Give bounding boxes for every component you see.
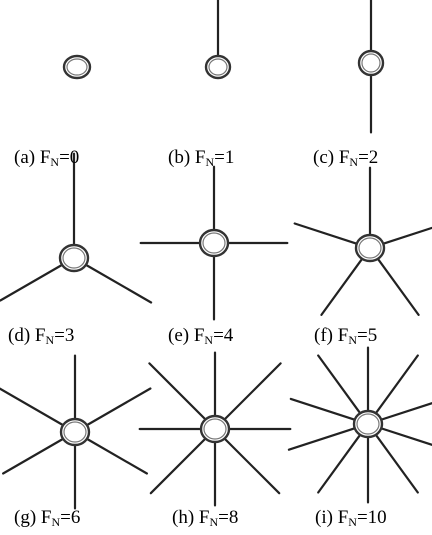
n-subscript: N (50, 155, 60, 169)
f-symbol: F (34, 325, 46, 346)
f-symbol: F (337, 325, 349, 346)
node-ring-inner (356, 413, 380, 435)
node-ring-inner (203, 418, 227, 440)
panel-value: =5 (356, 325, 378, 346)
panel-value: =8 (218, 507, 239, 528)
panel-tag: (b) (168, 147, 191, 168)
node-ring (58, 243, 90, 273)
node-ring (352, 409, 384, 439)
filament-spoke (223, 437, 281, 495)
panel-h-drawing (138, 351, 292, 507)
panel-f-drawing (293, 166, 432, 316)
filament-spoke (376, 257, 420, 316)
filament-spoke (289, 397, 357, 421)
panel-value: =1 (214, 147, 235, 168)
panel-g-drawing (0, 354, 152, 510)
panel-i-drawing (287, 346, 432, 504)
panel-value: =10 (356, 507, 387, 528)
panel-tag: (i) (315, 507, 333, 528)
panel-tag: (e) (168, 325, 190, 346)
filament-spoke (379, 402, 432, 421)
panel-label-d: (d) FN=3 (8, 326, 74, 346)
n-subscript: N (51, 515, 61, 529)
filament-spoke (374, 433, 419, 494)
panel-c-drawing (357, 0, 385, 134)
panel-label-f: (f) FN=5 (314, 326, 377, 346)
panel-label-a: (a) FN=0 (14, 148, 79, 168)
n-subscript: N (349, 155, 359, 169)
node-ring-inner (62, 247, 86, 269)
node-ring-inner (66, 58, 88, 76)
panel-e-drawing (139, 165, 289, 321)
f-symbol: F (39, 147, 51, 168)
f-symbol: F (337, 507, 349, 528)
filament-spoke (287, 427, 357, 451)
panel-value: =4 (213, 325, 234, 346)
panel-label-c: (c) FN=2 (313, 148, 378, 168)
node-ring (354, 233, 386, 263)
panel-tag: (d) (8, 325, 31, 346)
panel-tag: (a) (14, 147, 36, 168)
n-subscript: N (45, 333, 55, 347)
panel-label-i: (i) FN=10 (315, 508, 387, 528)
filament-spoke (148, 362, 207, 421)
filament-spoke (85, 437, 148, 475)
n-subscript: N (348, 515, 357, 529)
panel-a-drawing (62, 54, 92, 80)
filament-spoke (381, 226, 432, 245)
node-ring-inner (208, 58, 228, 76)
filament-spoke (374, 354, 419, 415)
panel-d-drawing (0, 152, 153, 304)
filament-spoke (0, 387, 65, 427)
filament-spoke (317, 354, 362, 415)
panel-value: =0 (59, 147, 80, 168)
panel-tag: (g) (14, 507, 37, 528)
node-ring (59, 417, 91, 447)
panel-label-e: (e) FN=4 (168, 326, 233, 346)
f-symbol: F (198, 507, 210, 528)
panel-value: =3 (54, 325, 75, 346)
filament-spoke (320, 257, 364, 316)
n-subscript: N (204, 333, 214, 347)
panel-label-g: (g) FN=6 (14, 508, 80, 528)
panel-b-drawing (204, 0, 232, 80)
panel-value: =6 (60, 507, 81, 528)
panel-label-h: (h) FN=8 (172, 508, 238, 528)
filament-spoke (379, 427, 432, 446)
node-ring (199, 414, 231, 444)
filament-spoke (0, 263, 64, 302)
n-subscript: N (209, 515, 219, 529)
f-symbol: F (338, 147, 350, 168)
filament-spoke (149, 437, 207, 495)
node-ring-inner (202, 232, 226, 254)
filament-spoke (293, 222, 359, 245)
filament-spoke (84, 263, 153, 304)
panel-tag: (h) (172, 507, 195, 528)
filament-spoke (85, 387, 152, 427)
n-subscript: N (348, 333, 357, 347)
panel-tag: (c) (313, 147, 335, 168)
filament-spoke (223, 362, 282, 421)
panel-tag: (f) (314, 325, 333, 346)
filament-spoke (1, 437, 65, 475)
node-ring-inner (358, 237, 382, 259)
node-ring-inner (361, 53, 381, 73)
node-ring-inner (63, 421, 87, 443)
n-subscript: N (205, 155, 215, 169)
panel-value: =2 (358, 147, 379, 168)
f-symbol: F (193, 325, 205, 346)
f-symbol: F (194, 147, 206, 168)
f-symbol: F (40, 507, 52, 528)
panel-label-b: (b) FN=1 (168, 148, 234, 168)
node-ring (198, 228, 230, 258)
filament-spoke (317, 433, 362, 494)
